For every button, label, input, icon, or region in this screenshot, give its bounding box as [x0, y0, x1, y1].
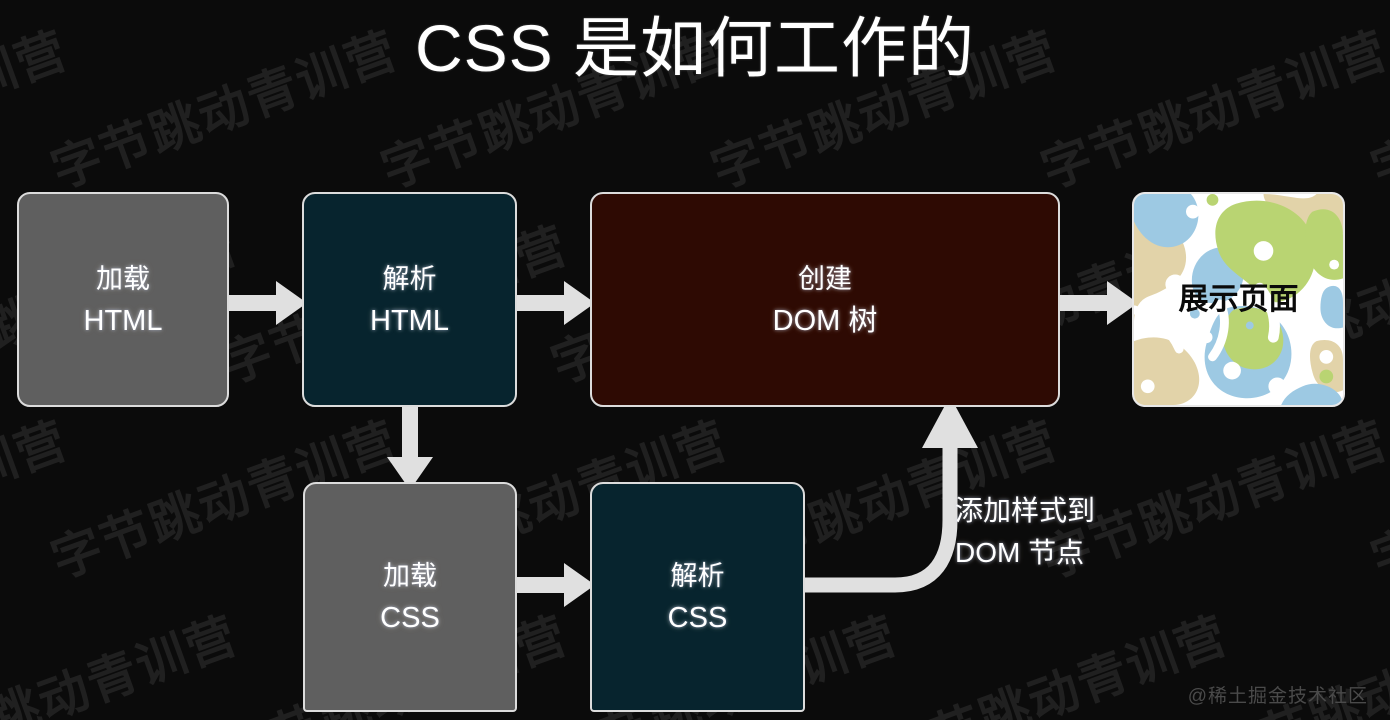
arrow-load-css-to-parse-css	[517, 563, 595, 607]
node-create-dom-tree-line1: 创建	[798, 263, 852, 294]
arrow-parse-css-to-create-dom-curved	[800, 390, 1000, 600]
node-parse-css[interactable]: 解析 CSS	[590, 482, 805, 712]
edge-label-add-style-to-dom: 添加样式到 DOM 节点	[955, 490, 1185, 574]
credit-watermark: @稀土掘金技术社区	[1187, 686, 1368, 707]
watermark-text: 字节跳动青训营	[1364, 411, 1390, 589]
node-create-dom-tree-line2: DOM 树	[772, 304, 878, 337]
watermark-text: 字节跳动青训营	[0, 606, 246, 720]
node-parse-html[interactable]: 解析 HTML	[302, 192, 517, 407]
node-render-page-label: 展示页面	[1178, 282, 1299, 316]
node-parse-css-line2: CSS	[667, 602, 728, 634]
node-render-page[interactable]: 展示页面	[1132, 192, 1345, 407]
watermark-text: 字节跳动青训营	[0, 411, 76, 589]
edge-label-line2: DOM 节点	[955, 537, 1085, 568]
blob-pattern-image	[1134, 194, 1343, 405]
node-load-css-line1: 加载	[383, 561, 437, 591]
arrow-parse-html-to-create-dom	[517, 281, 595, 325]
node-load-html-line1: 加载	[96, 263, 150, 294]
edge-label-line1: 添加样式到	[955, 495, 1096, 526]
node-load-html[interactable]: 加载 HTML	[17, 192, 229, 407]
node-parse-html-line1: 解析	[382, 263, 437, 294]
watermark-text: 字节跳动青训营	[874, 606, 1236, 720]
page-title: CSS 是如何工作的	[414, 11, 976, 85]
arrow-create-dom-to-render	[1060, 281, 1138, 325]
node-load-html-line2: HTML	[83, 304, 163, 337]
arrow-parse-html-to-load-css	[387, 406, 433, 490]
node-load-css[interactable]: 加载 CSS	[303, 482, 517, 712]
node-create-dom-tree[interactable]: 创建 DOM 树	[590, 192, 1060, 407]
node-parse-html-line2: HTML	[370, 304, 449, 337]
arrow-load-html-to-parse-html	[229, 281, 307, 325]
node-load-css-line2: CSS	[380, 602, 440, 634]
node-parse-css-line1: 解析	[670, 561, 725, 591]
